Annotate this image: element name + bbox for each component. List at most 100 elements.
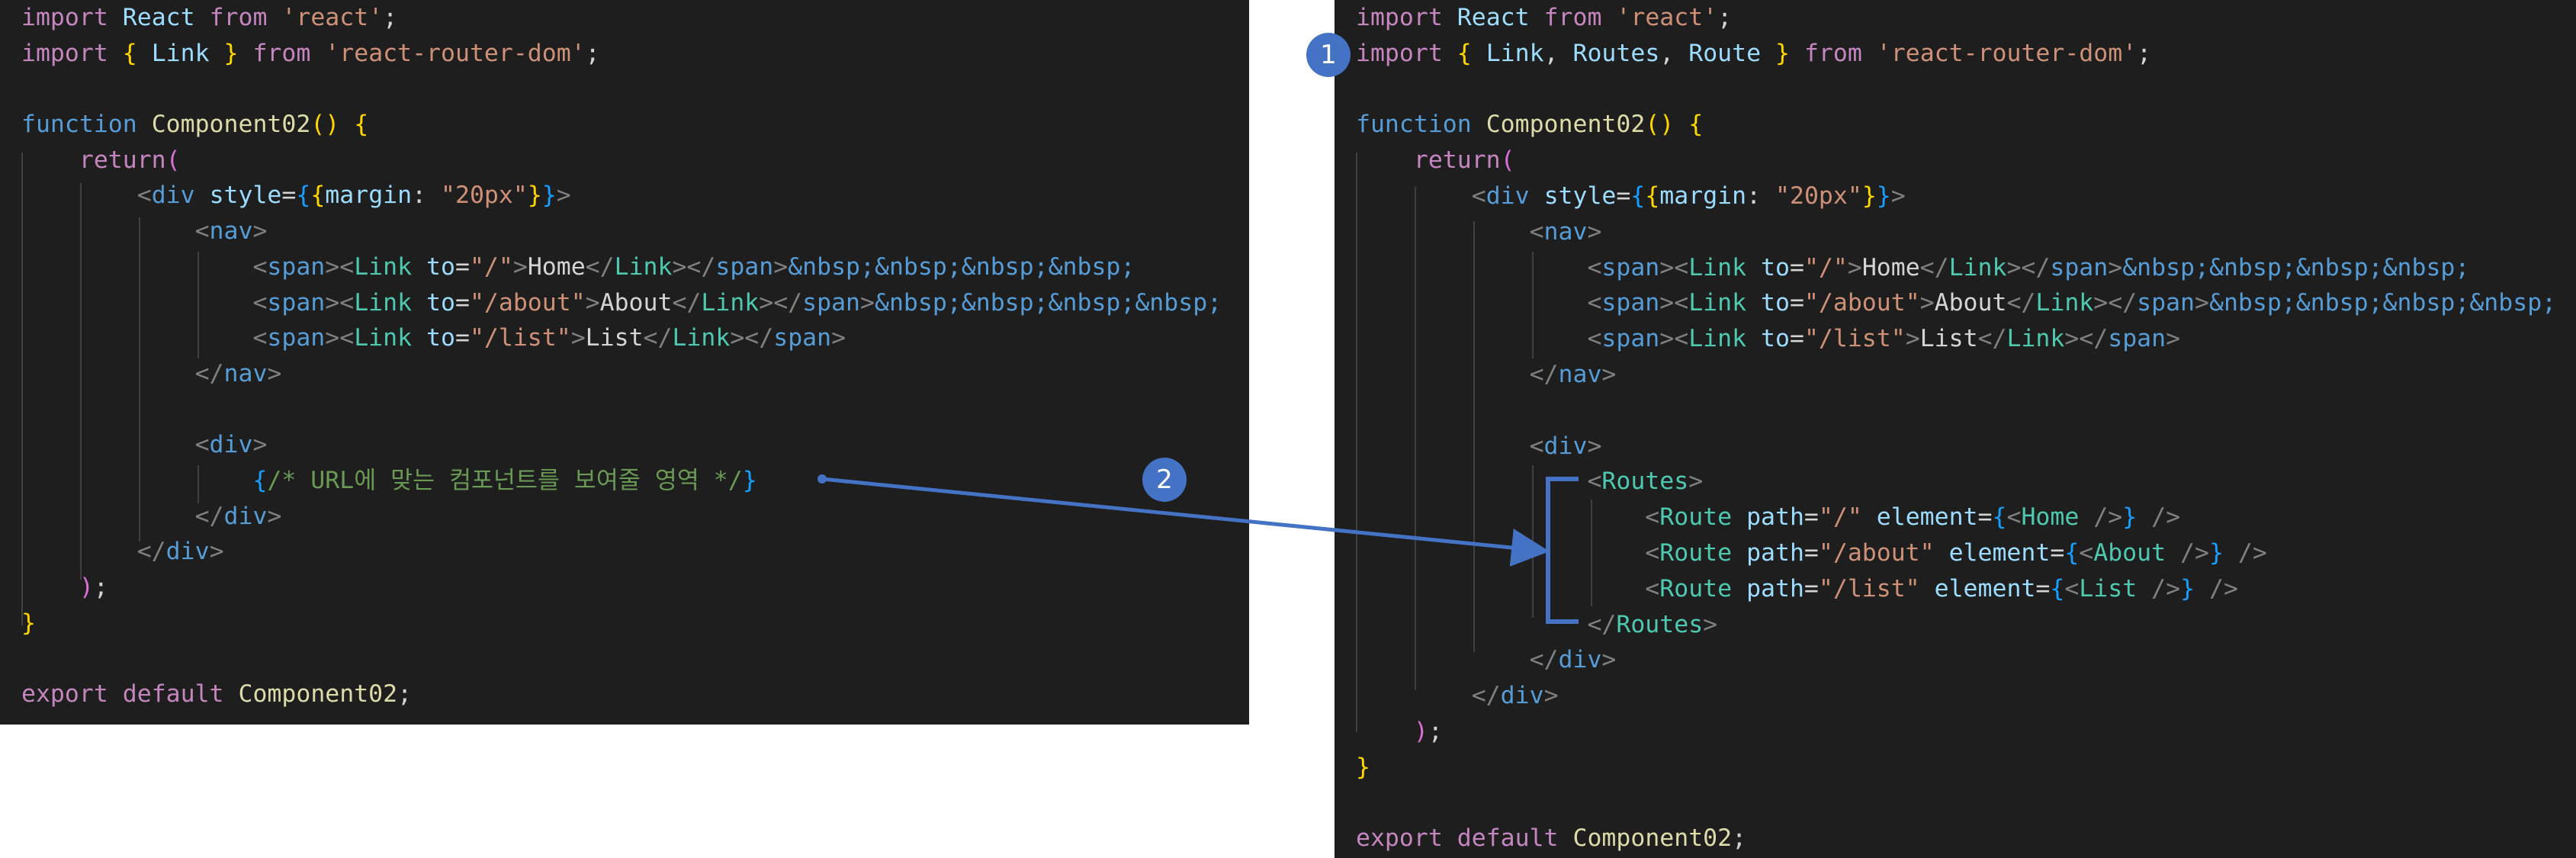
- code-line: </div>: [1356, 678, 2556, 714]
- code-token: span: [1601, 253, 1660, 281]
- routes-bracket: [1546, 477, 1579, 624]
- code-token: "/list": [1818, 574, 1920, 603]
- code-token: }: [223, 39, 239, 67]
- code-token: (: [1500, 146, 1515, 175]
- code-token: }: [541, 182, 557, 210]
- code-token: <: [252, 324, 268, 352]
- code-token: </: [1471, 682, 1501, 710]
- code-token: {: [310, 182, 326, 210]
- code-token: <: [194, 431, 210, 459]
- code-token: }: [527, 182, 542, 210]
- code-token: Link: [701, 288, 760, 317]
- code-token: div: [151, 182, 195, 210]
- code-token: nav: [1558, 360, 1602, 388]
- code-line: </div>: [1356, 642, 2556, 678]
- code-line: export default Component02;: [1356, 821, 2556, 856]
- code-token: =: [281, 182, 297, 210]
- code-editor-left: import React from 'react';import { Link …: [21, 0, 1222, 712]
- code-token: }: [2208, 538, 2224, 567]
- code-line: import React from 'react';: [21, 0, 1222, 36]
- code-token: div: [1543, 432, 1588, 460]
- code-token: style: [1543, 182, 1617, 210]
- code-token: Component02: [238, 680, 398, 709]
- code-token: ;: [397, 680, 413, 709]
- code-token: <: [1645, 574, 1660, 603]
- code-token: (): [1645, 111, 1675, 139]
- code-token: Home: [527, 252, 586, 281]
- badge-number: 1: [1320, 40, 1337, 70]
- code-token: </: [1587, 610, 1617, 638]
- code-token: }: [1356, 753, 1370, 781]
- code-token: to: [426, 288, 455, 317]
- code-token: "/about": [469, 288, 586, 317]
- code-token: List: [585, 324, 644, 352]
- code-token: >: [1703, 610, 1718, 638]
- code-line: </nav>: [21, 356, 1222, 392]
- code-token: =: [1789, 253, 1804, 281]
- code-token: 'react-router-dom': [325, 39, 586, 67]
- code-line: }: [1356, 750, 2556, 786]
- code-token: element: [1934, 574, 2036, 603]
- code-token: return: [1413, 146, 1501, 175]
- code-token: List: [1919, 325, 1978, 353]
- code-line: function Component02() {: [1356, 107, 2556, 143]
- code-line: <div style={{margin: "20px"}}>: [1356, 178, 2556, 214]
- indent-guide: [139, 217, 140, 541]
- code-token: >: [585, 288, 600, 317]
- code-token: style: [209, 182, 282, 210]
- code-token: >: [512, 252, 528, 281]
- indent-guide: [1415, 187, 1416, 690]
- code-token: <: [137, 182, 152, 210]
- code-line: return(: [21, 143, 1222, 178]
- code-token: >: [860, 288, 875, 317]
- code-token: to: [1761, 253, 1790, 281]
- code-line: <Routes>: [1356, 464, 2556, 500]
- code-token: >: [209, 538, 224, 566]
- code-token: margin: [325, 182, 413, 210]
- code-token: <: [1587, 325, 1602, 353]
- code-token: &nbsp;&nbsp;&nbsp;&nbsp;: [874, 288, 1222, 317]
- code-token: Route: [1659, 503, 1733, 532]
- code-token: <: [252, 252, 268, 281]
- code-line: <div>: [21, 427, 1222, 463]
- code-token: export: [1356, 824, 1443, 853]
- code-token: function: [21, 111, 137, 139]
- code-token: ;: [585, 39, 600, 67]
- code-token: ,: [1659, 39, 1689, 67]
- code-token: {: [296, 182, 311, 210]
- code-token: >: [252, 431, 268, 459]
- code-token: margin: [1659, 182, 1747, 210]
- indent-guide: [21, 153, 23, 625]
- code-token: :: [412, 182, 442, 210]
- code-token: &nbsp;&nbsp;&nbsp;&nbsp;: [788, 252, 1135, 281]
- code-token: import: [21, 39, 108, 67]
- code-editor-right: import React from 'react';import { Link,…: [1356, 0, 2556, 856]
- code-line: </div>: [21, 534, 1222, 570]
- code-token: {: [122, 39, 137, 67]
- code-token: span: [2108, 325, 2166, 353]
- code-token: </: [194, 359, 224, 387]
- code-token: span: [2137, 289, 2195, 317]
- code-line: </Routes>: [1356, 607, 2556, 643]
- code-token: >: [1543, 682, 1559, 710]
- code-token: ;: [1732, 824, 1747, 853]
- code-token: >: [1905, 325, 1920, 353]
- code-token: </: [585, 252, 615, 281]
- code-token: <: [252, 288, 268, 317]
- code-line: );: [21, 570, 1222, 606]
- code-token: </: [643, 324, 673, 352]
- code-token: span: [2050, 253, 2109, 281]
- code-token: default: [122, 680, 224, 709]
- code-line: <span><Link to="/about">About</Link></sp…: [1356, 285, 2556, 321]
- code-token: nav: [223, 359, 268, 387]
- code-token: from: [209, 4, 268, 31]
- indent-guide: [80, 183, 82, 580]
- code-token: />: [2237, 538, 2267, 567]
- code-token: :: [1746, 182, 1776, 210]
- code-line: </nav>: [1356, 357, 2556, 393]
- code-token: Component02: [1572, 824, 1733, 853]
- code-token: >: [556, 182, 571, 210]
- indent-guide: [1356, 153, 1357, 732]
- code-token: =: [2050, 538, 2065, 567]
- code-token: Component02: [1486, 111, 1646, 139]
